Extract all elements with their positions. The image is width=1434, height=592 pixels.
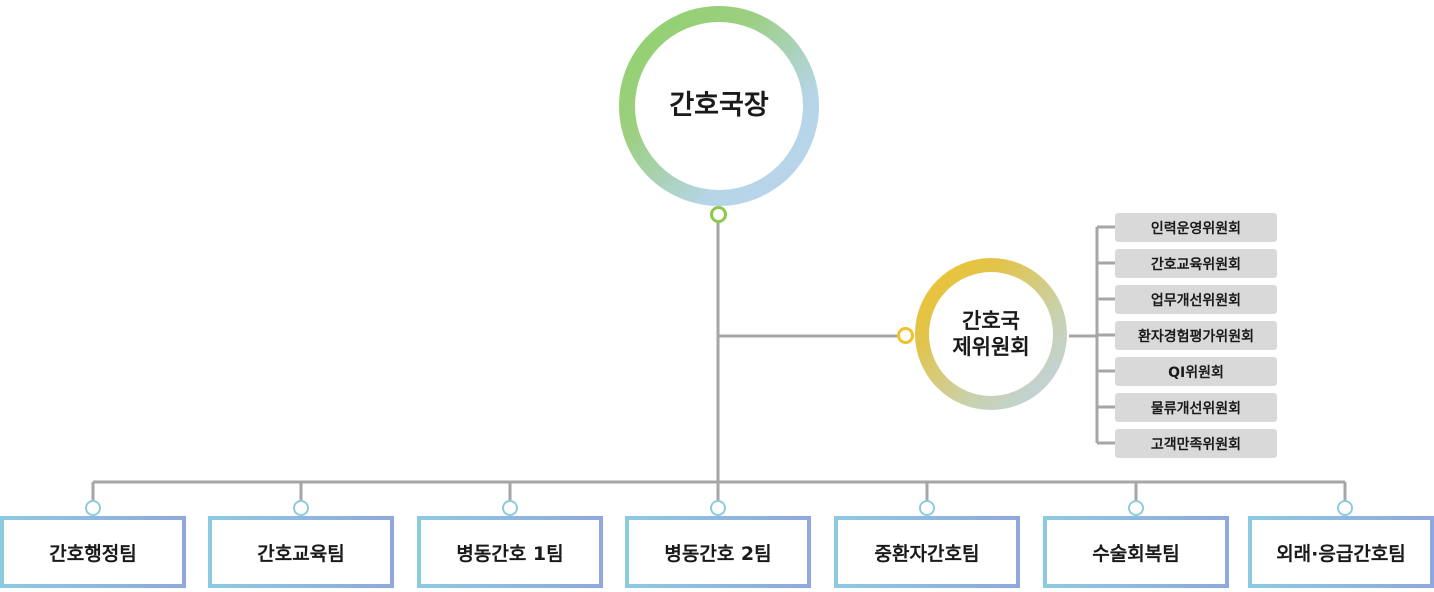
committee-item: 인력운영위원회: [1115, 213, 1277, 242]
team-connector-dot: [502, 500, 518, 516]
team-box: 중환자간호팀: [834, 516, 1020, 588]
team-box: 외래·응급간호팀: [1248, 516, 1434, 588]
committee-item: 환자경험평가위원회: [1115, 321, 1277, 350]
committee-item: 업무개선위원회: [1115, 285, 1277, 314]
team-label: 수술회복팀: [1047, 520, 1225, 584]
committee-item: QI위원회: [1115, 357, 1277, 386]
committee-item: 물류개선위원회: [1115, 393, 1277, 422]
team-box: 간호교육팀: [208, 516, 394, 588]
team-connector-dot: [1128, 500, 1144, 516]
team-box: 수술회복팀: [1043, 516, 1229, 588]
director-connector-dot: [710, 206, 727, 223]
team-box: 병동간호 2팀: [625, 516, 811, 588]
committee-connector-dot: [897, 327, 914, 344]
team-connector-dot: [293, 500, 309, 516]
team-box: 병동간호 1팀: [417, 516, 603, 588]
director-label: 간호국장: [669, 90, 769, 122]
committee-label-line2: 제위원회: [952, 335, 1030, 359]
committee-node: 간호국 제위원회: [915, 258, 1067, 410]
team-connector-dot: [919, 500, 935, 516]
team-connector-dot: [710, 500, 726, 516]
team-connector-dot: [1337, 500, 1353, 516]
team-label: 간호행정팀: [4, 520, 182, 584]
team-label: 중환자간호팀: [838, 520, 1016, 584]
team-label: 병동간호 2팀: [629, 520, 807, 584]
team-label: 외래·응급간호팀: [1252, 520, 1430, 584]
director-node: 간호국장: [619, 6, 819, 206]
committee-label-line1: 간호국: [962, 308, 1020, 333]
committee-label: 간호국 제위원회: [952, 308, 1029, 361]
team-label: 간호교육팀: [212, 520, 390, 584]
team-connector-dot: [85, 500, 101, 516]
team-label: 병동간호 1팀: [421, 520, 599, 584]
committee-item: 고객만족위원회: [1115, 429, 1277, 458]
team-box: 간호행정팀: [0, 516, 186, 588]
committee-item: 간호교육위원회: [1115, 249, 1277, 278]
